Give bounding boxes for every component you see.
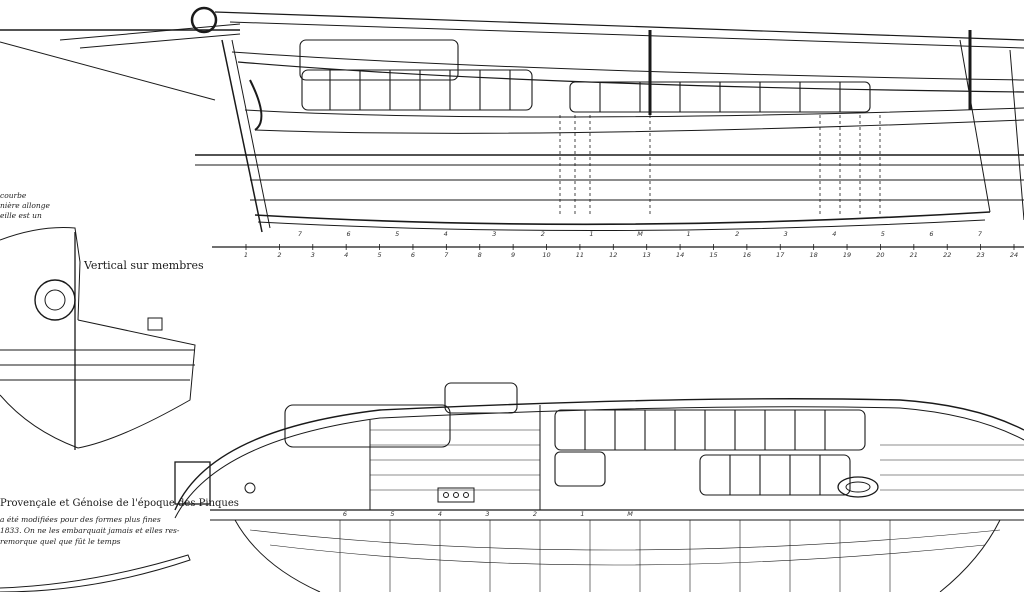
caption-line-1: a été modifiées pour des formes plus fin… xyxy=(0,515,161,524)
stern-carving-icon xyxy=(34,279,76,321)
lower-deck-plan xyxy=(174,382,1024,592)
station-number: 7 xyxy=(444,251,449,259)
station-number: 3 xyxy=(311,251,315,259)
frame-marks-lower: 6 5 4 3 2 1 M xyxy=(343,510,633,518)
station-number: 4 xyxy=(344,251,348,259)
plan-mark: 1 xyxy=(580,510,584,518)
frame-mark: 2 xyxy=(735,230,739,238)
station-number: 20 xyxy=(876,251,884,259)
station-number: 1 xyxy=(244,251,248,259)
rope-coil-icon xyxy=(837,476,879,498)
frame-mark: 7 xyxy=(978,230,983,238)
frame-mark: 4 xyxy=(444,230,448,238)
frame-mark: 5 xyxy=(395,230,399,238)
station-number: 15 xyxy=(709,251,717,259)
station-number: 11 xyxy=(576,251,584,259)
plan-mark: 4 xyxy=(438,510,442,518)
frame-mark: 5 xyxy=(881,230,885,238)
deck-barrels-lower xyxy=(284,382,866,496)
plan-mark: 5 xyxy=(390,510,394,518)
station-number: 17 xyxy=(776,251,785,259)
station-number: 9 xyxy=(511,251,515,259)
station-number: 10 xyxy=(542,251,550,259)
station-number: 5 xyxy=(377,251,381,259)
frame-mark: 6 xyxy=(929,230,933,238)
station-number: 13 xyxy=(643,251,651,259)
station-number: 2 xyxy=(277,251,281,259)
frame-mark: 2 xyxy=(541,230,545,238)
frame-marks-upper: 7 6 5 4 3 2 1 M 1 2 3 4 5 6 7 xyxy=(298,230,983,238)
frame-mark: M xyxy=(637,230,643,238)
station-number: 18 xyxy=(810,251,818,259)
plan-mark: 6 xyxy=(343,510,347,518)
station-number: 24 xyxy=(1010,251,1018,259)
station-number: 16 xyxy=(743,251,751,259)
plate-title: Provençale et Génoise de l'époque des Pi… xyxy=(0,498,239,509)
frame-mark: 3 xyxy=(492,230,496,238)
frame-mark: 4 xyxy=(832,230,836,238)
station-number: 14 xyxy=(676,251,684,259)
bowsprit-ring-icon xyxy=(190,6,218,34)
plan-mark: M xyxy=(627,510,633,518)
upper-hull-profile xyxy=(0,6,1024,248)
station-number: 8 xyxy=(478,251,482,259)
station-number: 19 xyxy=(843,251,851,259)
frame-mark: 3 xyxy=(784,230,788,238)
body-section-view xyxy=(0,227,196,592)
station-number: 22 xyxy=(943,251,951,259)
plan-mark: 2 xyxy=(533,510,537,518)
caption-line-2: 1833. On ne les embarquait jamais et ell… xyxy=(0,526,180,535)
station-number: 21 xyxy=(910,251,918,259)
margin-note-2: nière allonge xyxy=(0,201,50,210)
station-number: 12 xyxy=(609,251,617,259)
small-boat-outline xyxy=(0,554,191,592)
deck-barrels-upper xyxy=(299,39,871,113)
margin-note-1: courbe xyxy=(0,191,27,200)
frame-mark: 7 xyxy=(298,230,303,238)
frame-mark: 1 xyxy=(589,230,593,238)
station-number: 23 xyxy=(976,251,984,259)
station-number: 6 xyxy=(411,251,415,259)
caption-line-3: remorque quel que fût le temps xyxy=(0,537,121,546)
frame-mark: 1 xyxy=(687,230,691,238)
margin-note-3: eille est un xyxy=(0,211,42,220)
vertical-label: Vertical sur membres xyxy=(84,259,204,272)
frame-mark: 6 xyxy=(347,230,351,238)
plan-mark: 3 xyxy=(485,510,489,518)
